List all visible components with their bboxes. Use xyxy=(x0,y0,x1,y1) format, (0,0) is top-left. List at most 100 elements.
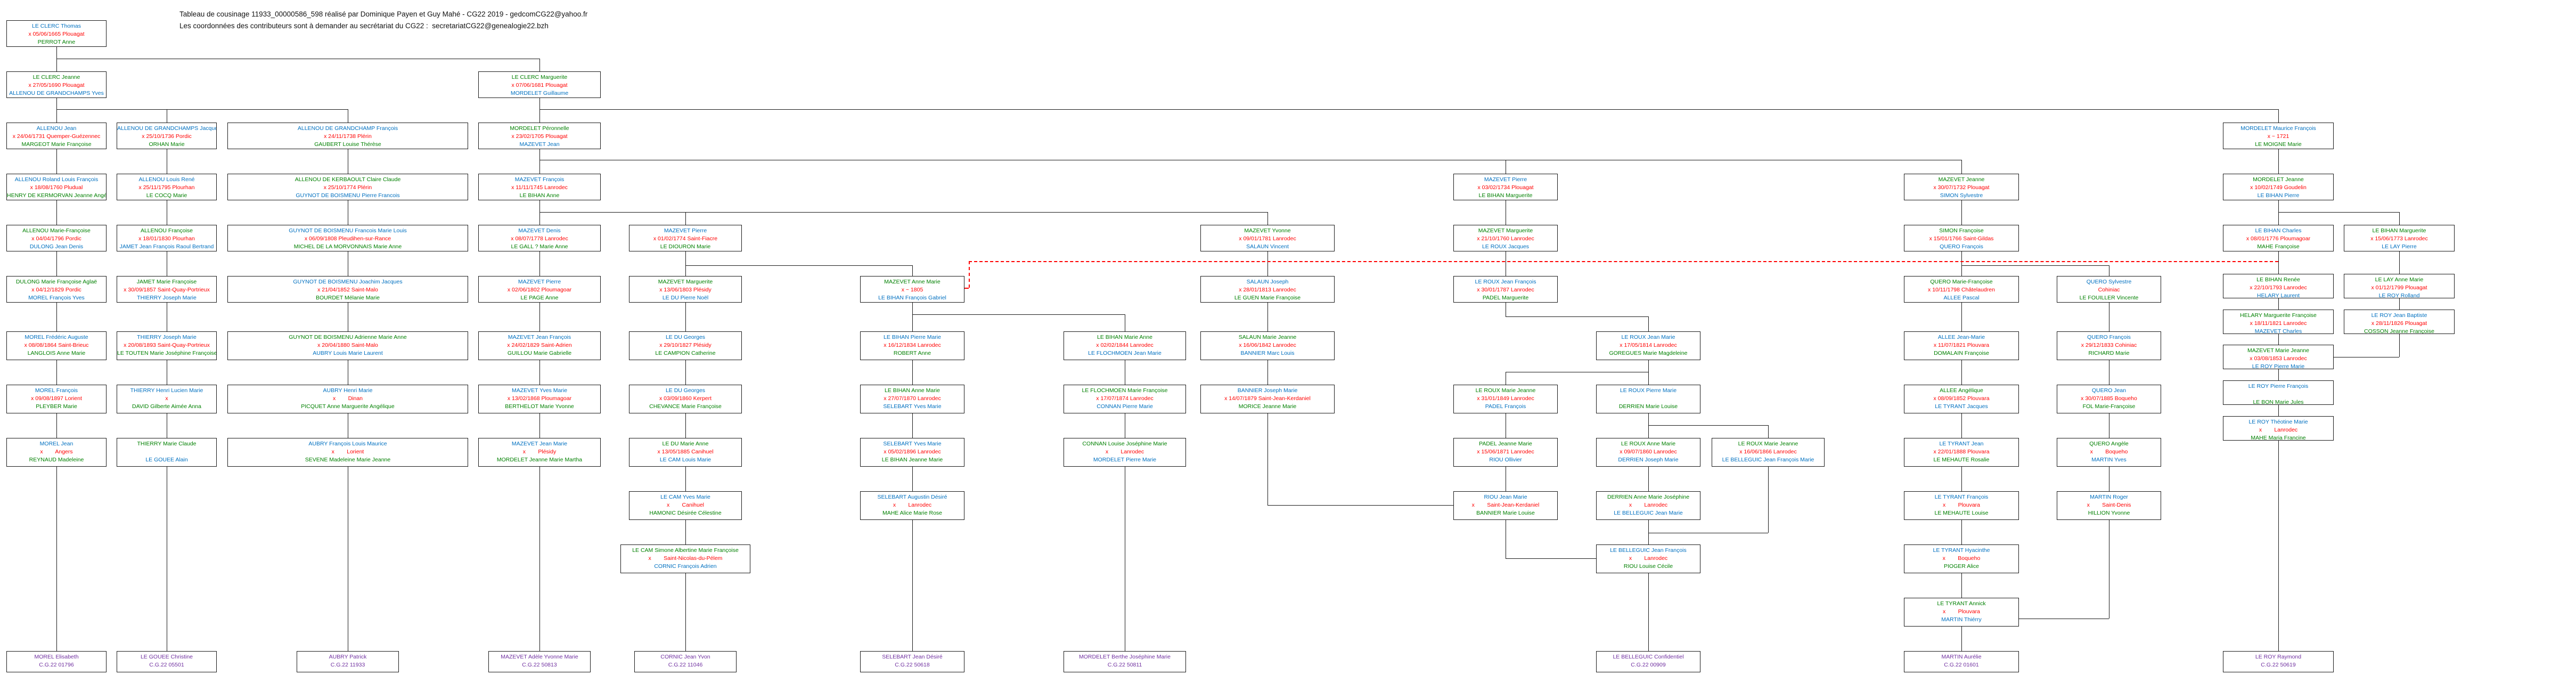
cousin-cg-number: C.G.22 05501 xyxy=(149,662,184,668)
family-rail-drop xyxy=(1267,212,1268,225)
chart-header: Tableau de cousinage 11933_00000586_598 … xyxy=(179,9,587,32)
spouse-name: DERRIEN Joseph Marie xyxy=(1618,457,1679,463)
person-name: THIERRY Marie Claude xyxy=(137,441,197,447)
family-rail xyxy=(539,212,1267,213)
connector-vertical xyxy=(2278,441,2279,651)
family-rail-drop xyxy=(685,212,686,225)
spouse-name: MORDELET Pierre Marie xyxy=(1093,457,1157,463)
family-rail-drop xyxy=(912,265,913,276)
marriage-line: x 01/02/1774 Saint-Fiacre xyxy=(653,235,718,242)
connector-vertical xyxy=(685,413,686,438)
spouse-name: SALAUN Vincent xyxy=(1246,243,1289,250)
connector-vertical xyxy=(1961,413,1962,438)
family-rail-drop xyxy=(1648,372,1649,385)
marriage-line: x 16/12/1834 Lanrodec xyxy=(884,342,941,348)
spouse-name: LE FOUILLER Vincente xyxy=(2079,295,2139,301)
spouse-name: COSSON Jeanne Françoise xyxy=(2364,328,2434,334)
spouse-name: HILLION Yvonne xyxy=(2088,510,2130,516)
person-name: MAZEVET Denis xyxy=(518,227,561,234)
marriage-line: x 15/06/1871 Lanrodec xyxy=(1477,449,1534,455)
marriage-line: x 04/04/1796 Pordic xyxy=(31,235,81,242)
spouse-name: AUBRY Louis Marie Laurent xyxy=(313,350,383,356)
marriage-line: x 16/06/1866 Lanrodec xyxy=(1739,449,1797,455)
person-name: DULONG Marie Françoise Aglaë xyxy=(15,279,97,285)
marriage-line: x 09/01/1781 Lanrodec xyxy=(1239,235,1296,242)
spouse-name: CONNAN Pierre Marie xyxy=(1097,403,1153,410)
marriage-line: x 30/09/1857 Saint-Quay-Portrieux xyxy=(124,287,210,293)
spouse-name: LE TYRANT Jacques xyxy=(1935,403,1988,410)
connector-vertical xyxy=(1961,303,1962,331)
connector-vertical xyxy=(1648,573,1649,651)
marriage-line: x 03/08/1853 Lanrodec xyxy=(2250,355,2307,362)
person-name: LE BIHAN Pierre Marie xyxy=(884,334,941,340)
person-name: LE ROUX Jean Marie xyxy=(1621,334,1675,340)
spouse-name: CORNIC François Adrien xyxy=(654,563,717,570)
person-name: LE ROY Théotine Marie xyxy=(2248,419,2308,425)
spouse-name: DOMALAIN Françoise xyxy=(1934,350,1989,356)
side-link xyxy=(1506,558,1596,559)
person-name: LE DU Georges xyxy=(665,387,706,394)
spouse-name: LE MEHAUTE Louise xyxy=(1934,510,1989,516)
cousin-name: MAZEVET Adèle Yvonne Marie xyxy=(501,654,578,660)
person-name: QUERO Jean xyxy=(2091,387,2127,394)
marriage-line: x 30/07/1885 Boqueho xyxy=(2081,395,2137,402)
connector-vertical xyxy=(2278,405,2279,416)
person-name: MAZEVET Anne Marie xyxy=(884,279,941,285)
family-rail-stub xyxy=(539,149,540,160)
marriage-line: x 17/05/1814 Lanrodec xyxy=(1620,342,1677,348)
spouse-name: SELEBART Yves Marie xyxy=(883,403,942,410)
spouse-name: LANGLOIS Anne Marie xyxy=(27,350,86,356)
connector-vertical xyxy=(2399,251,2400,274)
family-rail-drop xyxy=(1961,265,1962,276)
connector-vertical xyxy=(539,98,540,123)
connector-vertical xyxy=(539,303,540,331)
marriage-line: x 08/08/1864 Saint-Brieuc xyxy=(24,342,89,348)
marriage-line: x 15/06/1773 Lanrodec xyxy=(2370,235,2428,242)
connector-vertical xyxy=(56,303,57,331)
family-rail-drop xyxy=(56,59,57,71)
marriage-line: x Lanrodec xyxy=(893,502,932,508)
family-rail xyxy=(539,109,2278,110)
spouse-name: LE BELLEGUIC Jean Marie xyxy=(1614,510,1683,516)
connector-vertical xyxy=(2278,149,2279,174)
spouse-name: LE BIHAN Jeanne Marie xyxy=(881,457,943,463)
marriage-line: x 01/12/1799 Plouagat xyxy=(2371,284,2427,291)
connector-vertical xyxy=(685,360,686,385)
marriage-line: x 03/02/1734 Plouagat xyxy=(1477,184,1534,191)
side-link-stub xyxy=(1267,413,1268,505)
implex-dashed-bend xyxy=(969,261,970,288)
family-rail-drop xyxy=(2399,212,2400,225)
marriage-line: x Angers xyxy=(40,449,73,455)
marriage-line: x 02/02/1844 Lanrodec xyxy=(1096,342,1154,348)
marriage-line: x Lorient xyxy=(331,449,364,455)
marriage-line: x 08/01/1776 Ploumagoar xyxy=(2246,235,2311,242)
spouse-name: QUERO François xyxy=(1940,243,1983,250)
person-name: GUYNOT DE BOISMENU Adrienne Marie Anne xyxy=(289,334,407,340)
spouse-name: FOL Marie-Françoise xyxy=(2082,403,2136,410)
spouse-name: JAMET Jean François Raoul Bertrand xyxy=(119,243,214,250)
spouse-name: HENRY DE KERMORVAN Jeanne Angélique xyxy=(7,192,107,199)
person-name: GUYNOT DE BOISMENU Joachim Jacques xyxy=(293,279,403,285)
family-rail-stub xyxy=(1648,413,1649,425)
marriage-line: x 28/11/1826 Plouagat xyxy=(2371,320,2427,327)
connector-vertical xyxy=(1961,573,1962,598)
